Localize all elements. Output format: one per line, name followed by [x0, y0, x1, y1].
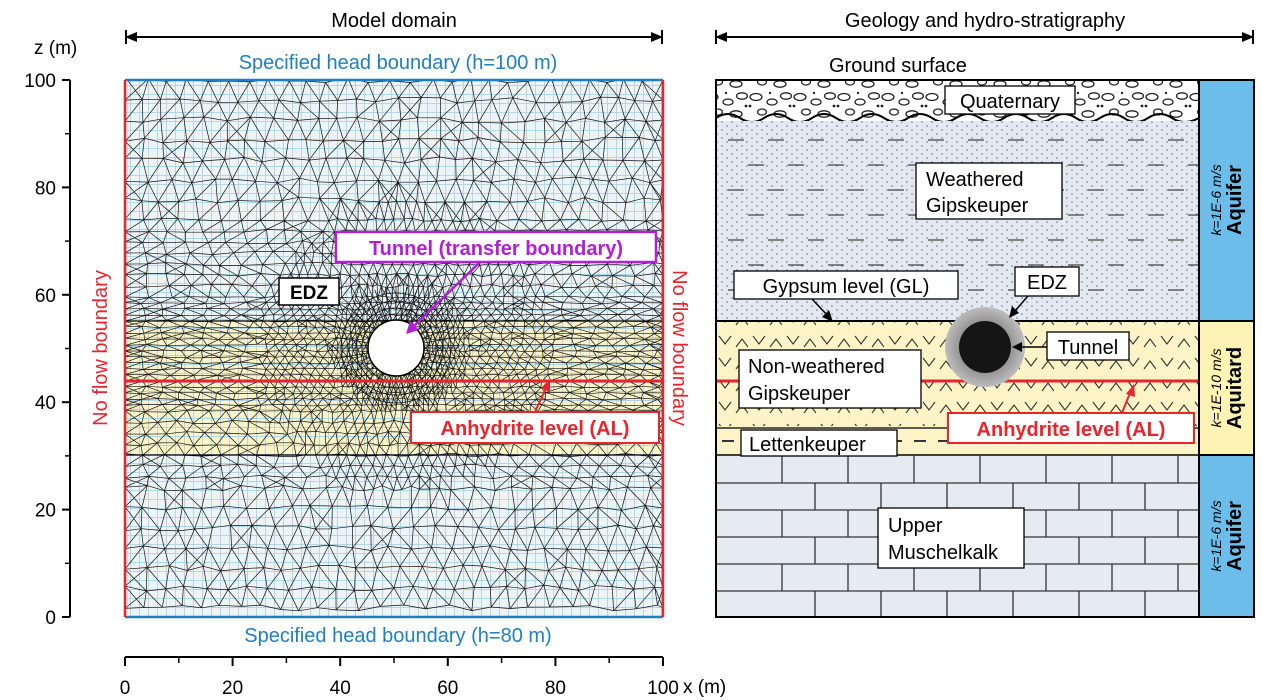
- al-right-arrowhead: [1126, 384, 1135, 397]
- gl-label-box: [733, 270, 959, 300]
- gl-arrow: [811, 298, 829, 317]
- aquifer-bottom-k: k=1E-6 m/s: [1208, 500, 1224, 571]
- lettenkeuper-label-box: [740, 429, 898, 457]
- muschelkalk-label-box: [877, 507, 1025, 569]
- al-arrow: [534, 385, 548, 413]
- tunnel-callout-box: [334, 230, 658, 264]
- z-axis-label: z (m): [34, 38, 77, 59]
- model-domain: [125, 80, 663, 617]
- lettenkeuper-label: Lettenkeuper: [749, 434, 866, 456]
- top-boundary-label: Specified head boundary (h=100 m): [239, 52, 558, 74]
- edz-label-box: [278, 277, 340, 306]
- tunnel-callout-label: Tunnel (transfer boundary): [369, 238, 623, 260]
- aquifer-bottom-cell: [1198, 454, 1255, 618]
- x-tick-label: 0: [120, 678, 131, 699]
- al-right-label: Anhydrite level (AL): [977, 419, 1166, 441]
- x-tick-label: 60: [437, 678, 458, 699]
- right-panel-header: Geology and hydro-stratigraphy: [845, 10, 1125, 32]
- left-panel-header: Model domain: [331, 10, 457, 32]
- tunnel-right-label: Tunnel: [1058, 337, 1118, 359]
- tunnel-right-arrowhead: [1012, 342, 1022, 352]
- edz-label: EDZ: [290, 283, 328, 304]
- tunnel-solid: [959, 321, 1011, 373]
- nonweathered-label-line1: Non-weathered: [748, 356, 885, 378]
- mesh-ring: [355, 307, 437, 389]
- muschelkalk-label-line1: Upper: [888, 515, 943, 537]
- al-arrowhead: [541, 379, 550, 392]
- gl-arrowhead: [822, 310, 833, 322]
- aquitard-name: Aquitard: [1224, 347, 1246, 429]
- z-tick-label: 20: [35, 501, 56, 522]
- z-tick-label: 100: [24, 71, 56, 92]
- aquitard-k: k=1E-10 m/s: [1208, 349, 1224, 428]
- z-tick-label: 40: [35, 393, 56, 414]
- al-right-label-box: [947, 412, 1195, 444]
- tunnel-opening: [367, 319, 425, 377]
- x-axis-label: x (m): [683, 677, 726, 698]
- al-right-arrow: [1121, 392, 1131, 414]
- x-axis: 0 20 40 60 80 100: [120, 656, 679, 699]
- gl-label: Gypsum level (GL): [763, 276, 930, 298]
- bottom-boundary-label: Specified head boundary (h=80 m): [244, 625, 551, 647]
- z-tick-label: 80: [35, 178, 56, 199]
- right-boundary-label: No flow boundary: [668, 270, 690, 426]
- x-tick-label: 80: [545, 678, 566, 699]
- weathered-label-line1: Weathered: [926, 169, 1023, 191]
- tunnel-callout-arrow: [411, 261, 481, 329]
- x-tick-label: 100: [647, 678, 679, 699]
- left-boundary-label: No flow boundary: [90, 270, 112, 426]
- edz-right-arrow: [1013, 295, 1029, 313]
- quaternary-label-box: [944, 85, 1076, 115]
- ground-surface-label: Ground surface: [829, 55, 967, 77]
- z-axis: 0 20 40 60 80 100: [24, 71, 71, 629]
- tunnel-right-label-box: [1046, 331, 1130, 361]
- finite-element-mesh: [125, 80, 663, 612]
- al-label: Anhydrite level (AL): [441, 418, 630, 440]
- tunnel-callout-arrowhead: [406, 321, 419, 334]
- al-label-box: [410, 411, 660, 444]
- weathered-label-line2: Gipskeuper: [926, 195, 1029, 217]
- edz-right-label: EDZ: [1027, 272, 1067, 294]
- nonweathered-label-box: [738, 349, 922, 409]
- muschelkalk-label-line2: Muschelkalk: [888, 542, 999, 564]
- quaternary-label: Quaternary: [960, 91, 1060, 113]
- mesh-ring: [348, 300, 444, 396]
- x-tick-label: 20: [222, 678, 243, 699]
- nonweathered-label-line2: Gipskeuper: [748, 383, 851, 405]
- aquifer-top-name: Aquifer: [1224, 165, 1246, 235]
- z-tick-label: 60: [35, 286, 56, 307]
- mesh-ring: [340, 292, 452, 404]
- edz-right-label-box: [1014, 266, 1080, 297]
- mesh-radial-refinement: [334, 286, 458, 410]
- weathered-label-box: [915, 162, 1063, 220]
- x-tick-label: 40: [330, 678, 351, 699]
- aquifer-top-k: k=1E-6 m/s: [1208, 164, 1224, 235]
- edz-right-arrowhead: [1009, 306, 1019, 318]
- z-tick-label: 0: [45, 608, 56, 629]
- aquifer-bottom-name: Aquifer: [1224, 501, 1246, 571]
